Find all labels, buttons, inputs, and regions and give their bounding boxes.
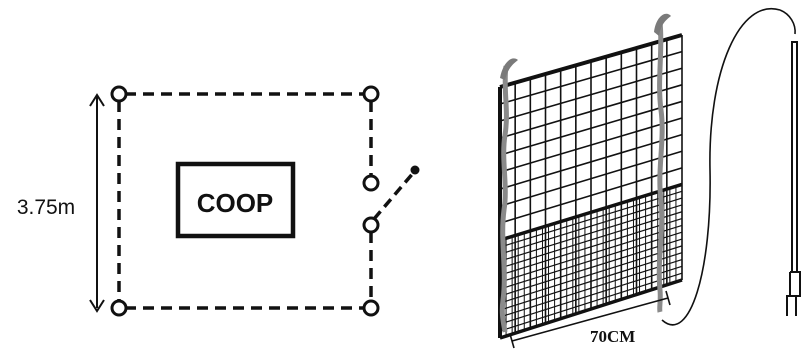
coop-label: COOP (197, 188, 274, 218)
coop-plan: 3.75m COOP (17, 85, 420, 317)
corner-post (362, 299, 380, 317)
height-dimension-label: 3.75m (17, 196, 75, 219)
gate-post (362, 174, 380, 192)
mesh-horizontal-wire (499, 50, 683, 105)
mesh-horizontal-wire (499, 133, 683, 190)
coop-box (175, 161, 296, 239)
fence-outline (117, 92, 373, 310)
width-dimension-label: 70CM (590, 327, 635, 346)
mesh-divider-wire (499, 182, 683, 242)
corner-post (110, 85, 128, 103)
net-pole-right (656, 21, 665, 313)
fence-posts (110, 85, 380, 317)
width-dimension-arrow (509, 290, 671, 349)
mesh-horizontal-wire (499, 117, 683, 173)
net-string-loop (661, 7, 781, 326)
corner-post (110, 299, 128, 317)
mesh-horizontal-wire (499, 150, 683, 207)
corner-post (362, 85, 380, 103)
mesh-horizontal-wire (499, 100, 683, 156)
ground-stake-icon (786, 41, 801, 316)
net-mesh (498, 33, 683, 340)
net-pole-left (499, 65, 509, 333)
net-pole-tip-left (500, 58, 518, 80)
mesh-horizontal-wire (499, 84, 683, 139)
net-string-end (779, 9, 796, 35)
net-pole-tip-right (654, 13, 671, 36)
gate-swing (372, 170, 416, 221)
gate-post (362, 216, 380, 234)
gate-handle-dot (410, 165, 420, 175)
mesh-horizontal-wire (499, 67, 683, 122)
netting-illustration: 70CM (498, 7, 801, 349)
mesh-horizontal-wire (499, 33, 683, 89)
mesh-horizontal-wire (499, 167, 683, 224)
height-dimension-arrow (89, 93, 105, 313)
